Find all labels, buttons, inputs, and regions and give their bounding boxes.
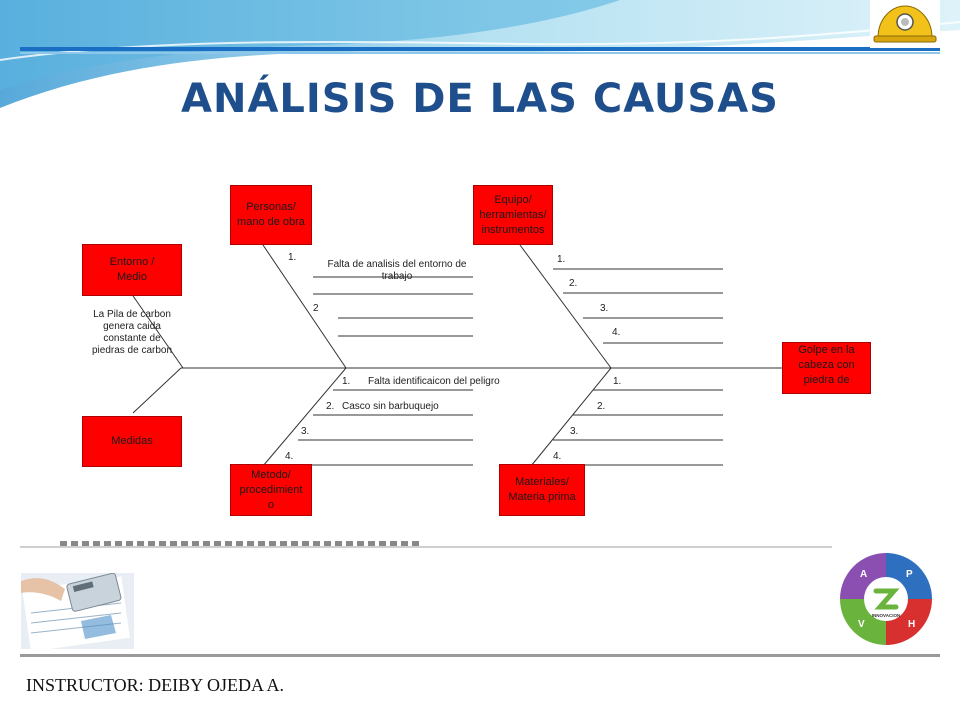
materiales-cause-number: 1.: [613, 376, 622, 387]
apvh-innovation-logo: A P V H INNOVACION: [832, 545, 940, 653]
fishbone-lines: [130, 244, 783, 467]
helmet-logo: [870, 0, 940, 48]
category-entorno: Entorno / Medio: [82, 244, 182, 296]
header-wave-decoration: [0, 0, 960, 108]
metodo-cause-number: 1.: [342, 376, 351, 387]
equipo-cause-number: 1.: [557, 254, 566, 265]
calculator-photo: [21, 573, 134, 649]
separator-line: [20, 546, 940, 548]
cropped-text-remnant: [60, 541, 420, 547]
category-materiales: Materiales/ Materia prima: [499, 464, 585, 516]
problem-head: Golpe en la cabeza con piedra de: [782, 342, 871, 394]
personas-cause-number: 1.: [288, 252, 297, 263]
metodo-cause-text: Falta identificaicon del peligro: [368, 376, 500, 387]
apvh-letter-a: A: [860, 569, 867, 580]
materiales-cause-number: 2.: [597, 401, 606, 412]
personas-cause-number: 2: [313, 303, 319, 314]
category-equipo: Equipo/ herramientas/ instrumentos: [473, 185, 553, 245]
page-title: ANÁLISIS DE LAS CAUSAS: [181, 76, 779, 122]
apvh-letter-h: H: [908, 619, 915, 630]
metodo-cause-number: 4.: [285, 451, 294, 462]
metodo-cause-text: Casco sin barbuquejo: [342, 401, 439, 412]
category-medidas: Medidas: [82, 416, 182, 467]
fishbone-diagram: Personas/ mano de obra Equipo/ herramien…: [63, 163, 871, 546]
instructor-name: INSTRUCTOR: DEIBY OJEDA A.: [26, 675, 285, 695]
category-personas: Personas/ mano de obra: [230, 185, 312, 245]
metodo-cause-number: 2.: [326, 401, 335, 412]
apvh-letter-p: P: [906, 569, 913, 580]
apvh-letter-v: V: [858, 619, 865, 630]
equipo-cause-number: 4.: [612, 327, 621, 338]
entorno-note: La Pila de carbon genera caida constante…: [91, 309, 173, 356]
personas-cause-text: Falta de analisis del entorno de trabajo: [327, 259, 467, 282]
materiales-cause-number: 4.: [553, 451, 562, 462]
separator-line: [20, 654, 940, 657]
equipo-cause-number: 2.: [569, 278, 578, 289]
category-metodo: Metodo/ procedimient o: [230, 464, 312, 516]
metodo-cause-number: 3.: [301, 426, 310, 437]
apvh-center-label: INNOVACION: [872, 613, 900, 618]
equipo-cause-number: 3.: [600, 303, 609, 314]
materiales-cause-number: 3.: [570, 426, 579, 437]
